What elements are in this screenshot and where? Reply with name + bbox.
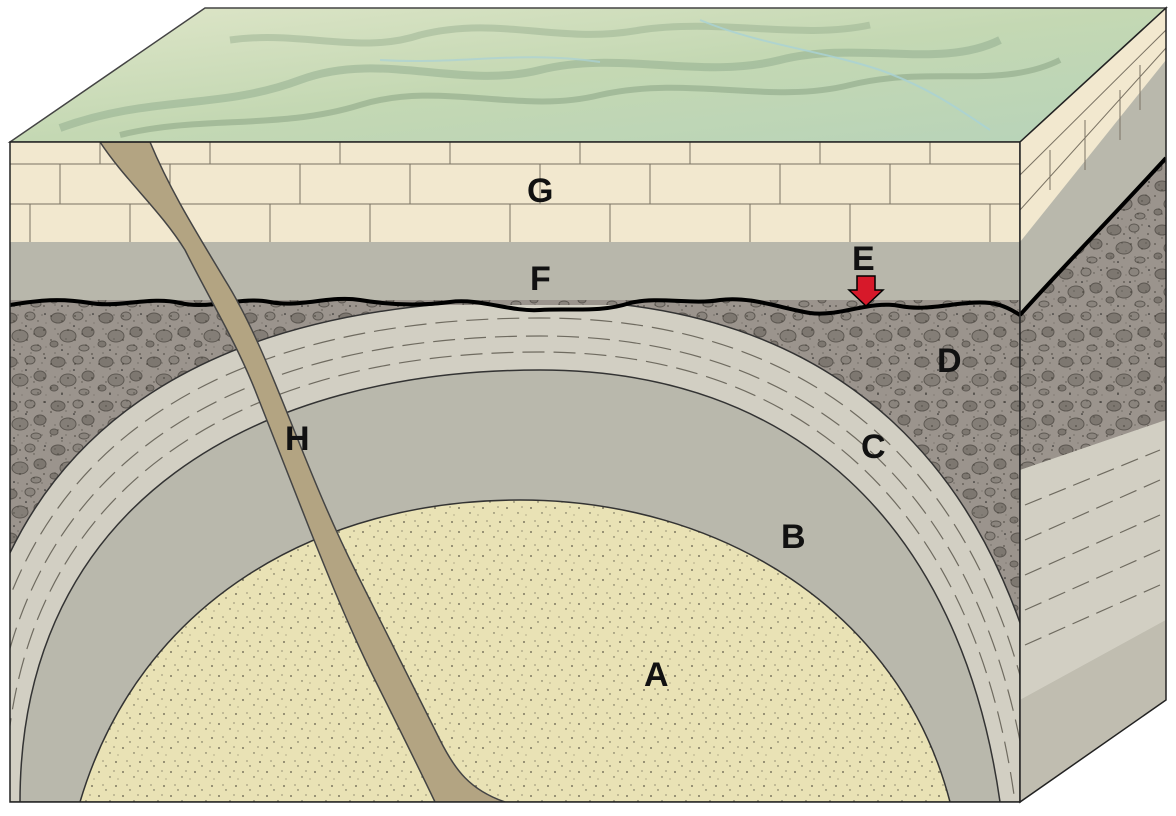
layer-c-laminations <box>10 317 1020 802</box>
terrain-surface <box>7 7 1168 143</box>
label-f: F <box>530 260 551 298</box>
label-h: H <box>285 420 310 458</box>
label-c: C <box>861 428 886 466</box>
unconformity-e <box>10 296 1020 317</box>
label-b: B <box>781 518 806 556</box>
unconformity-arrow-icon <box>847 275 885 308</box>
side-face <box>1020 8 1166 802</box>
front-face <box>10 142 1020 802</box>
dike-h <box>99 142 506 802</box>
label-e: E <box>852 240 875 278</box>
label-d: D <box>937 342 962 380</box>
label-g: G <box>527 172 553 210</box>
label-a: A <box>644 656 669 694</box>
